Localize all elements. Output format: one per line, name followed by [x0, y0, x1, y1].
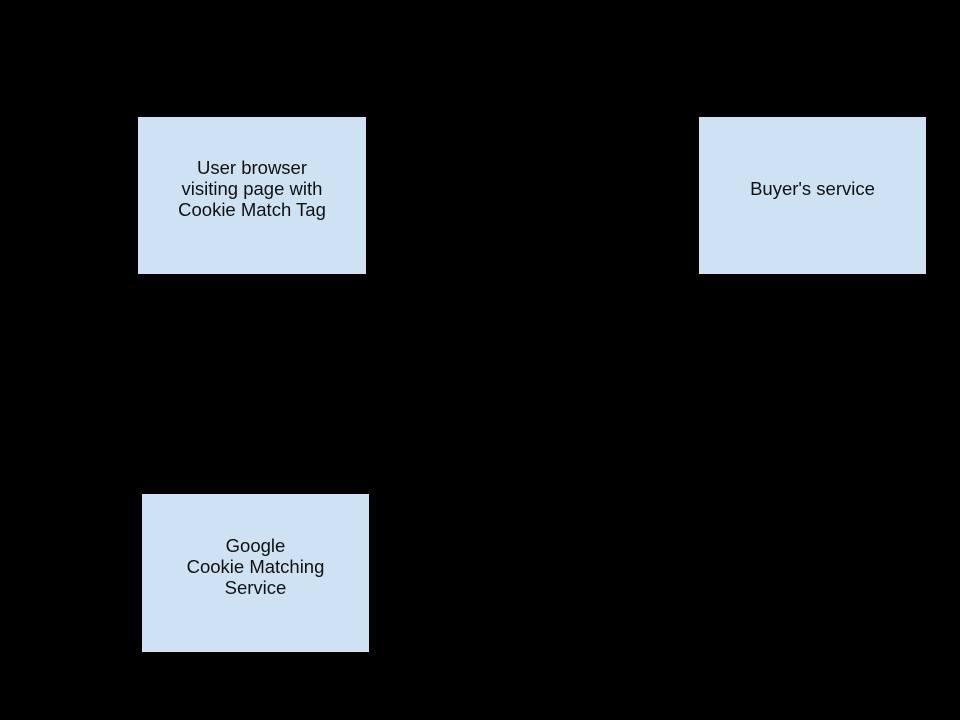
node-google-cookie-matching-service: Google Cookie Matching Service	[140, 492, 371, 654]
node-user-browser: User browser visiting page with Cookie M…	[136, 115, 368, 276]
node-label-line: Service	[224, 576, 287, 598]
node-label-line: visiting page with	[181, 178, 323, 199]
node-label-line: Buyer's service	[750, 178, 875, 199]
node-label-line: Cookie Match Tag	[178, 199, 326, 220]
node-label-line: Cookie Matching	[186, 555, 325, 577]
node-label-line: Google	[225, 534, 286, 556]
node-buyers-service: Buyer's service	[697, 115, 928, 276]
node-label-line: User browser	[197, 157, 307, 178]
